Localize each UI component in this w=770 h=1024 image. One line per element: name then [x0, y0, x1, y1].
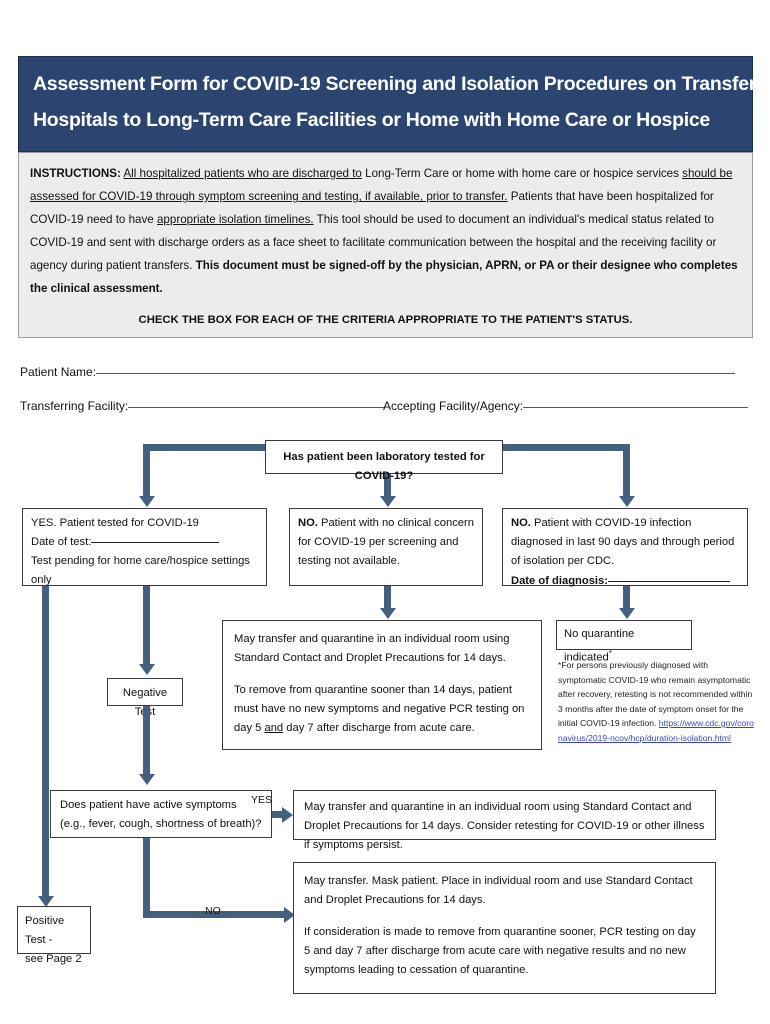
- no-diagnosed-date-label: Date of diagnosis:: [511, 575, 608, 587]
- document-title-bar: Assessment Form for COVID-19 Screening a…: [18, 56, 770, 152]
- no-quarantine-text: No quarantine indicated: [564, 628, 635, 664]
- no-outcome-para-2: If consideration is made to remove from …: [304, 926, 696, 976]
- instructions-plain-2: Patients that have been hospitalized for…: [30, 190, 714, 226]
- accepting-facility-label: Accepting Facility/Agency:: [383, 399, 524, 413]
- patient-name-input[interactable]: [96, 373, 736, 374]
- box-no-diagnosed: NO. Patient with COVID-19 infection diag…: [502, 508, 748, 587]
- connector-middle-arrowhead: [380, 496, 396, 507]
- connector-negative-to-symptoms-vertical: [143, 706, 150, 778]
- instructions-text: INSTRUCTIONS: All hospitalized patients …: [30, 162, 741, 300]
- connector-no-concern-arrowhead: [380, 608, 396, 619]
- instructions-underline-2: should be assessed for COVID-19 through …: [30, 167, 733, 203]
- quarantine-para-2a: To remove from quarantine sooner than 14…: [234, 684, 525, 734]
- box-positive-test: Positive Test - see Page 2: [17, 906, 91, 965]
- instructions-underline-3: appropriate isolation timelines.: [156, 213, 314, 226]
- symptoms-question-line1: Does patient have active symptoms: [60, 799, 237, 811]
- yes-tested-date-row[interactable]: Date of test:: [31, 533, 258, 552]
- positive-test-line2: see Page 2: [25, 953, 82, 965]
- yes-tested-line3: Test pending for home care/hospice setti…: [31, 555, 250, 586]
- no-outcome-para-1: May transfer. Mask patient. Place in ind…: [304, 875, 693, 906]
- box-no-clinical-concern: NO. Patient with no clinical concern for…: [289, 508, 483, 586]
- connector-no-concern-vertical: [384, 586, 391, 612]
- label-no: NO: [205, 905, 221, 917]
- symptoms-question-line2: (e.g., fever, cough, shortness of breath…: [60, 818, 262, 830]
- patient-name-field[interactable]: Patient Name:: [20, 365, 736, 379]
- transferring-facility-input[interactable]: [128, 407, 386, 408]
- connector-no-diagnosed-vertical: [623, 586, 630, 612]
- quarantine-para-2-and: and: [264, 722, 284, 734]
- question-laboratory-tested: Has patient been laboratory tested for C…: [265, 440, 503, 482]
- no-diagnosed-text: Patient with COVID-19 infection diagnose…: [511, 517, 735, 567]
- page-title-line-2: Hospitals to Long-Term Care Facilities o…: [33, 109, 710, 131]
- box-negative-test: Negative Test: [107, 678, 183, 718]
- yes-tested-date-input[interactable]: [91, 542, 220, 543]
- footnote-block: *For persons previously diagnosed with s…: [558, 658, 754, 745]
- connector-left-arrowhead: [139, 496, 155, 507]
- quarantine-para-2: To remove from quarantine sooner than 14…: [234, 681, 530, 738]
- connector-no-vertical: [143, 838, 150, 918]
- instructions-label: INSTRUCTIONS:: [30, 167, 121, 180]
- box-no-quarantine-indicated: No quarantine indicated*: [556, 620, 692, 664]
- connector-middle-vertical: [384, 474, 391, 500]
- connector-yes-to-negative-arrowhead: [139, 664, 155, 675]
- transferring-facility-label: Transferring Facility:: [20, 399, 129, 413]
- connector-left-vertical: [143, 444, 150, 500]
- connector-yes-horizontal: [272, 811, 284, 818]
- box-yes-tested: YES. Patient tested for COVID-19 Date of…: [22, 508, 267, 586]
- accepting-facility-input[interactable]: [523, 407, 749, 408]
- connector-right-vertical: [623, 444, 630, 500]
- no-clinical-concern-text: Patient with no clinical concern for COV…: [298, 517, 474, 567]
- quarantine-para-2b: day 7 after discharge from acute care.: [286, 722, 475, 734]
- footnote-link[interactable]: https://www.cdc.gov/coronavirus/2019-nco…: [558, 718, 754, 743]
- no-diagnosed-bold: NO.: [511, 517, 531, 529]
- instructions-bold-tail: This document must be signed-off by the …: [30, 259, 738, 295]
- connector-yes-arrowhead: [282, 807, 293, 823]
- instructions-plain-3: This tool should be used to document an …: [30, 213, 717, 272]
- instructions-plain-1: Long-Term Care or home with home care or…: [365, 167, 679, 180]
- instructions-underline-1: All hospitalized patients who are discha…: [123, 167, 362, 180]
- connector-right-arrowhead: [619, 496, 635, 507]
- quarantine-para-1: May transfer and quarantine in an indivi…: [234, 633, 510, 664]
- connector-positive-test-arrowhead: [38, 896, 54, 907]
- box-symptoms-question: Does patient have active symptoms (e.g.,…: [50, 790, 272, 838]
- connector-positive-test-vertical: [42, 586, 49, 900]
- connector-no-horizontal: [143, 911, 288, 918]
- connector-yes-to-negative-vertical: [143, 586, 150, 668]
- no-diagnosed-date-input[interactable]: [607, 581, 730, 582]
- connector-negative-to-symptoms-arrowhead: [139, 774, 155, 785]
- box-quarantine-details: May transfer and quarantine in an indivi…: [222, 620, 542, 750]
- connector-top-right-horizontal: [501, 444, 630, 451]
- transferring-facility-field[interactable]: Transferring Facility:: [20, 399, 386, 413]
- yes-tested-date-label: Date of test:: [31, 536, 92, 548]
- connector-top-left-horizontal: [143, 444, 271, 451]
- box-no-outcome: May transfer. Mask patient. Place in ind…: [293, 862, 716, 994]
- no-clinical-concern-bold: NO.: [298, 517, 318, 529]
- positive-test-line1: Positive Test -: [25, 915, 65, 946]
- footnote-text: *For persons previously diagnosed with s…: [558, 660, 753, 728]
- instructions-panel: INSTRUCTIONS: All hospitalized patients …: [18, 152, 753, 338]
- accepting-facility-field[interactable]: Accepting Facility/Agency:: [383, 399, 749, 413]
- no-diagnosed-date-row[interactable]: Date of diagnosis:: [511, 572, 739, 591]
- connector-no-diagnosed-arrowhead: [619, 608, 635, 619]
- patient-name-label: Patient Name:: [20, 365, 97, 379]
- connector-no-arrowhead: [284, 907, 295, 923]
- yes-tested-line1: YES. Patient tested for COVID-19: [31, 517, 199, 529]
- page-title-line-1: Assessment Form for COVID-19 Screening a…: [33, 73, 770, 95]
- box-yes-outcome: May transfer and quarantine in an indivi…: [293, 790, 716, 851]
- check-the-box-notice: CHECK THE BOX FOR EACH OF THE CRITERIA A…: [138, 314, 633, 326]
- label-yes: YES: [251, 794, 273, 806]
- no-quarantine-marker: *: [608, 649, 612, 658]
